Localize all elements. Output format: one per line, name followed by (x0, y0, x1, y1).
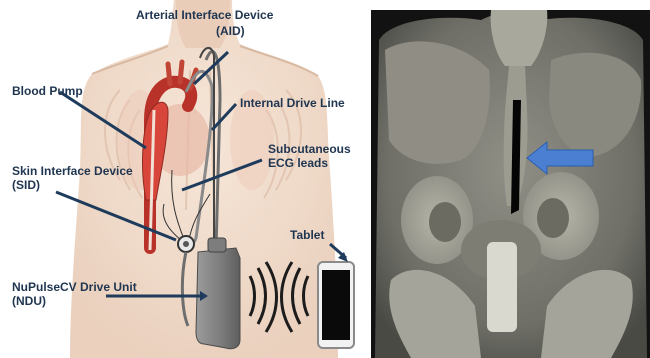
label-ecg-leads: Subcutaneous (268, 142, 351, 156)
label-blood-pump: Blood Pump (12, 84, 83, 98)
ct-spine (487, 242, 517, 332)
tablet-screen (322, 270, 350, 340)
ct-scan-image (371, 10, 650, 358)
label-aid: Arterial Interface Device (136, 8, 273, 22)
skin-interface-device-center (183, 241, 189, 247)
ct-kidney-right-pelvis (537, 198, 569, 238)
label-ecg-leads-line2: ECG leads (268, 156, 328, 170)
label-sid-abbrev: (SID) (12, 178, 40, 192)
ct-liver (385, 41, 490, 164)
label-internal-drive-line: Internal Drive Line (240, 96, 345, 110)
label-ndu-abbrev: (NDU) (12, 294, 46, 308)
ct-scan-panel (371, 10, 650, 358)
ndu-handle (208, 238, 226, 252)
label-ndu: NuPulseCV Drive Unit (12, 280, 137, 294)
schematic-panel: Arterial Interface Device (AID) Blood Pu… (0, 0, 368, 358)
schematic-illustration (0, 0, 368, 358)
label-aid-abbrev: (AID) (216, 24, 245, 38)
label-sid: Skin Interface Device (12, 164, 133, 178)
ct-kidney-left-pelvis (429, 202, 461, 242)
label-tablet: Tablet (290, 228, 324, 242)
